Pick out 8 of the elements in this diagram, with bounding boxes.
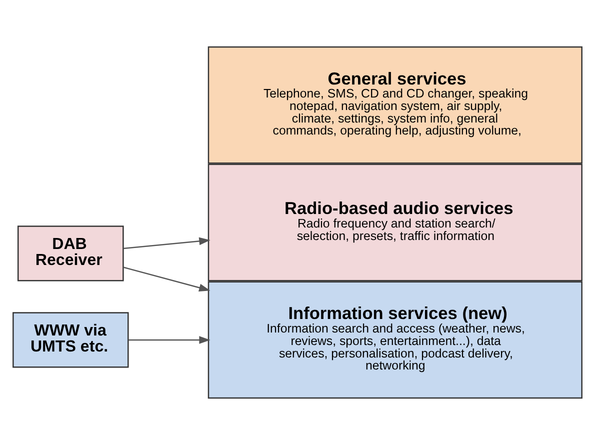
arrow bbox=[123, 237, 210, 250]
arrow bbox=[128, 336, 210, 344]
node-box: General services Telephone, SMS, CD and CD changer, speaking notepad, navigation system, air supply, climate, settings, system info, general commands, operating help, adjusting volume, bbox=[208, 46, 582, 164]
node-box: Radio-based audio services Radio frequency and station search/ selection, presets, traffic information bbox=[208, 164, 582, 282]
arrow bbox=[123, 266, 210, 292]
node-box: WWW via UMTS etc. bbox=[12, 312, 129, 368]
node-box: Information services (new) Information search and access (weather, news, reviews, sports, entertainment...), data services, personalisation, podcast delivery, networking bbox=[208, 281, 582, 399]
node-box: DAB Receiver bbox=[17, 226, 124, 282]
